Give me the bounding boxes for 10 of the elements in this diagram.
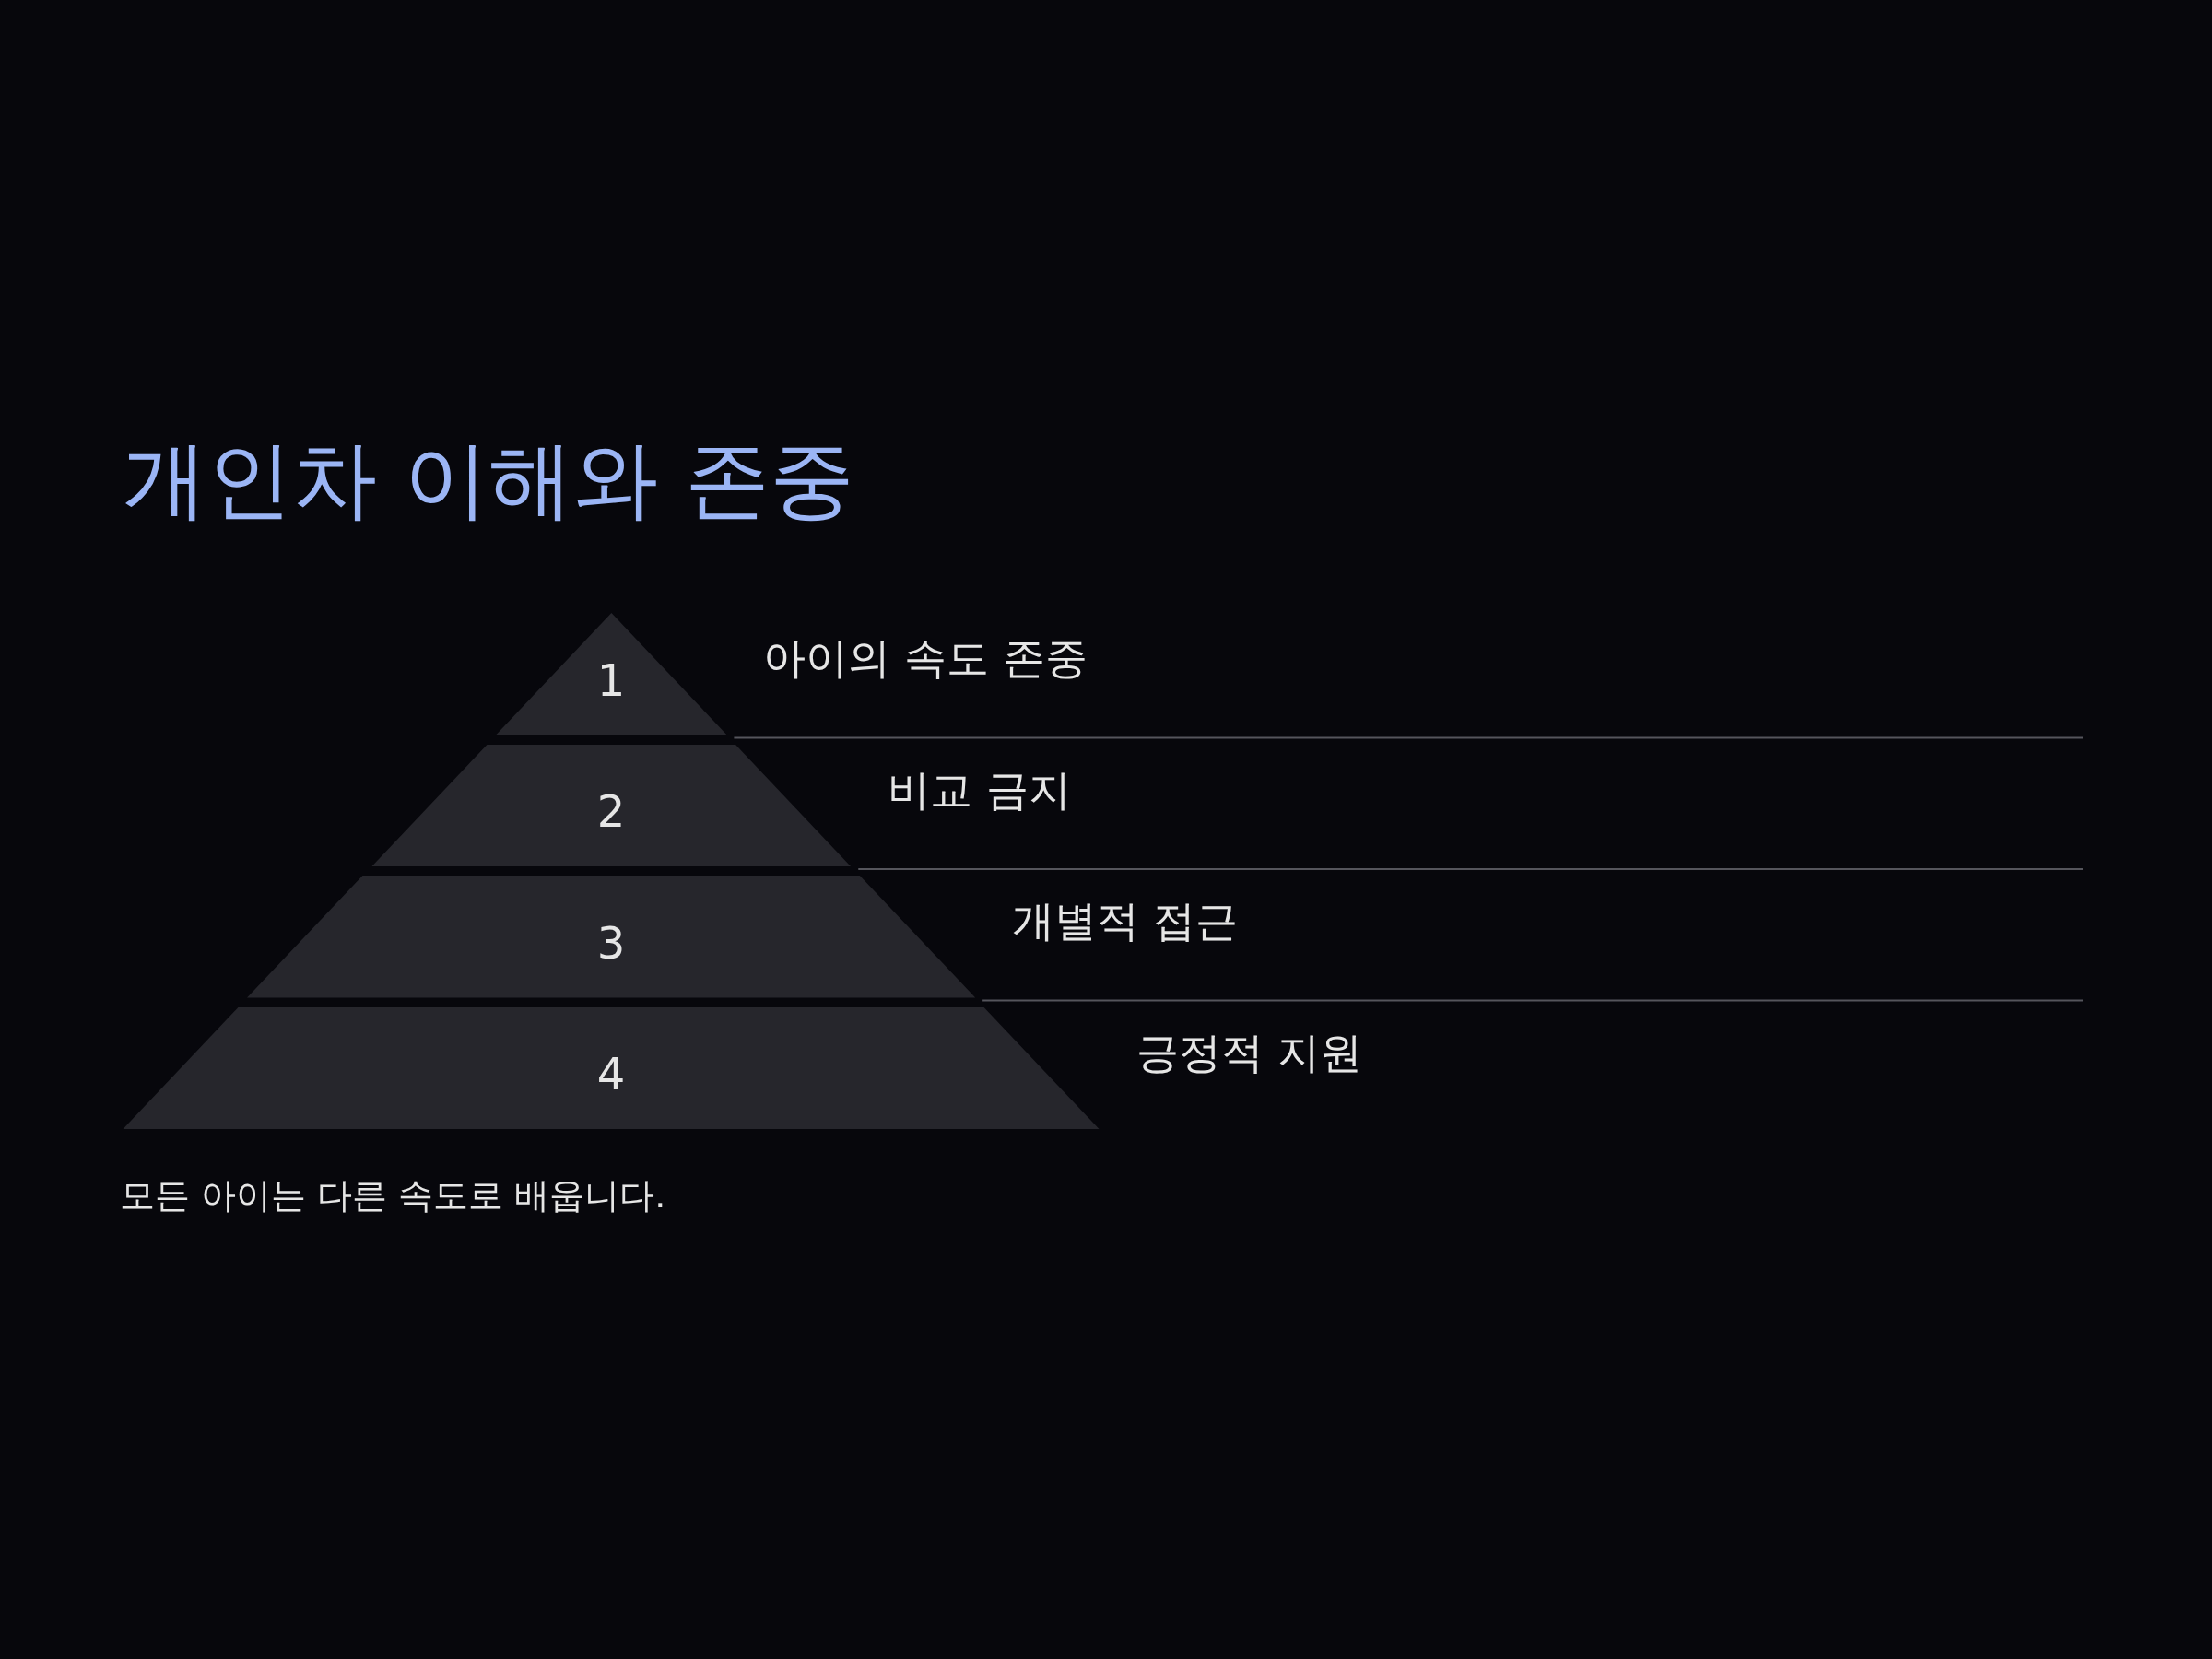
tier-number: 3	[595, 920, 627, 965]
tier-number: 4	[595, 1052, 627, 1097]
title: 개인차 이해와 존중	[123, 433, 855, 527]
tier-label: 아이의 속도 존중	[763, 637, 1088, 680]
tier-label: 개별적 접근	[1012, 900, 1238, 943]
tier-number: 1	[595, 657, 627, 702]
caption: 모든 아이는 다른 속도로 배웁니다.	[120, 1174, 666, 1218]
tier-number: 2	[595, 789, 627, 834]
tier-label: 비교 금지	[888, 768, 1071, 811]
tier-label: 긍정적 지원	[1136, 1030, 1362, 1074]
